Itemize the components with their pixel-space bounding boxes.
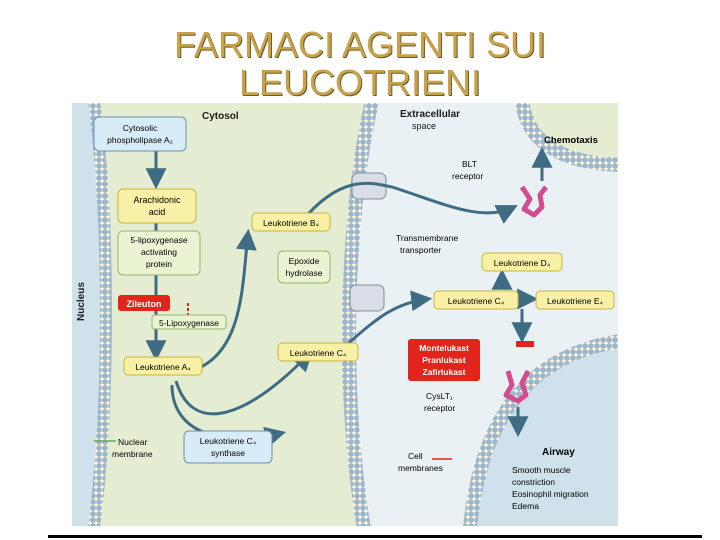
- box-leukotriene-c4: Leukotriene C₄: [277, 342, 359, 362]
- chemotaxis-cell-region: [522, 103, 618, 165]
- svg-text:protein: protein: [146, 259, 172, 269]
- bottom-rule: [48, 535, 702, 538]
- leukotriene-pathway-diagram: Cytosol Extracellular space Nucleus Cyto…: [72, 103, 618, 526]
- cell-membrane-main: [342, 103, 379, 526]
- effect-constriction: constriction: [512, 477, 555, 487]
- svg-text:Leukotriene A₄: Leukotriene A₄: [135, 362, 191, 372]
- svg-text:Epoxide: Epoxide: [289, 256, 320, 266]
- cyslt1-receptor-icon: [503, 369, 531, 404]
- svg-text:Montelukast: Montelukast: [419, 343, 469, 353]
- blt-receptor-label: BLT: [462, 159, 477, 169]
- title-line-1: FARMACI AGENTI SUI: [173, 24, 547, 65]
- arrow-ltc4-to-transporter: [343, 290, 433, 349]
- svg-text:synthase: synthase: [211, 448, 245, 458]
- blt-receptor-label-2: receptor: [452, 171, 483, 181]
- box-receptor-antagonists: Montelukast Pranlukast Zafirlukast: [408, 339, 480, 381]
- nucleus-label: Nucleus: [76, 282, 87, 321]
- airway-cell-region: [470, 341, 618, 526]
- cyslt1-receptor-label: CysLT₁: [426, 391, 453, 401]
- effect-smooth-muscle: Smooth muscle: [512, 465, 571, 475]
- effect-edema: Edema: [512, 501, 539, 511]
- box-leukotriene-a4: Leukotriene A₄: [123, 356, 203, 376]
- svg-text:Leukotriene B₄: Leukotriene B₄: [263, 218, 319, 228]
- nuclear-membrane-label-2: membrane: [112, 449, 153, 459]
- svg-text:Leukotriene C₄: Leukotriene C₄: [200, 436, 257, 446]
- cell-membranes-label-2: membranes: [398, 463, 443, 473]
- box-arachidonic-acid: Arachidonic acid: [117, 188, 197, 224]
- page-title: FARMACI AGENTI SUI LEUCOTRIENI: [0, 26, 720, 102]
- box-cytosolic-pla2: Cytosolic phospholipase A₂: [93, 116, 187, 152]
- svg-text:5-lipoxygenase: 5-lipoxygenase: [130, 235, 187, 245]
- arrow-lta4-to-ltc4: [174, 349, 313, 416]
- box-5-lipoxygenase-activating-protein: 5-lipoxygenase activating protein: [117, 230, 201, 276]
- effect-eosinophil-migration: Eosinophil migration: [512, 489, 589, 499]
- svg-text:5-Lipoxygenase: 5-Lipoxygenase: [159, 318, 219, 328]
- block-bar-icon: [516, 341, 534, 347]
- nuclear-membrane: [88, 103, 112, 526]
- box-epoxide-hydrolase: Epoxide hydrolase: [277, 250, 331, 284]
- svg-text:Pranlukast: Pranlukast: [422, 355, 466, 365]
- svg-text:Leukotriene D₄: Leukotriene D₄: [494, 258, 551, 268]
- transporter-label: Transmembrane: [396, 233, 458, 243]
- svg-text:Zafirlukast: Zafirlukast: [423, 367, 466, 377]
- svg-text:acid: acid: [149, 207, 166, 217]
- title-line-2: LEUCOTRIENI: [238, 62, 482, 103]
- cyslt1-receptor-label-2: receptor: [424, 403, 455, 413]
- box-leukotriene-d4: Leukotriene D₄: [481, 252, 563, 272]
- cytosol-label: Cytosol: [202, 111, 239, 122]
- box-leukotriene-c4-extracellular: Leukotriene C₄: [433, 290, 519, 310]
- box-leukotriene-b4: Leukotriene B₄: [251, 212, 331, 232]
- svg-text:Leukotriene E₄: Leukotriene E₄: [547, 296, 603, 306]
- chemotaxis-label: Chemotaxis: [544, 135, 598, 146]
- extracellular-label-2: space: [412, 121, 436, 131]
- box-5-lipoxygenase: 5-Lipoxygenase: [151, 314, 227, 330]
- svg-text:phospholipase A₂: phospholipase A₂: [107, 135, 173, 145]
- cell-membranes-label: Cell: [408, 451, 423, 461]
- svg-text:Leukotriene C₄: Leukotriene C₄: [290, 348, 347, 358]
- arrow-ltb4-to-blt: [300, 181, 518, 224]
- extracellular-label: Extracellular: [400, 109, 460, 120]
- arrow-lta4-to-ltb4: [191, 228, 257, 373]
- svg-text:activating: activating: [141, 247, 177, 257]
- svg-text:Arachidonic: Arachidonic: [133, 195, 181, 205]
- ltc4-transporter-icon: [349, 284, 385, 312]
- nuclear-membrane-label: Nuclear: [118, 437, 147, 447]
- svg-text:Leukotriene C₄: Leukotriene C₄: [448, 296, 505, 306]
- svg-text:Cytosolic: Cytosolic: [123, 123, 158, 133]
- airway-cell-membrane: [463, 334, 618, 526]
- box-zileuton: Zileuton: [118, 295, 170, 311]
- svg-text:hydrolase: hydrolase: [286, 268, 323, 278]
- box-leukotriene-e4: Leukotriene E₄: [535, 290, 615, 310]
- box-leukotriene-c4-synthase: Leukotriene C₄ synthase: [183, 430, 273, 464]
- transporter-label-2: transporter: [400, 245, 441, 255]
- blt-receptor-icon: [519, 185, 548, 218]
- airway-label: Airway: [542, 447, 575, 458]
- svg-text:Zileuton: Zileuton: [127, 299, 162, 309]
